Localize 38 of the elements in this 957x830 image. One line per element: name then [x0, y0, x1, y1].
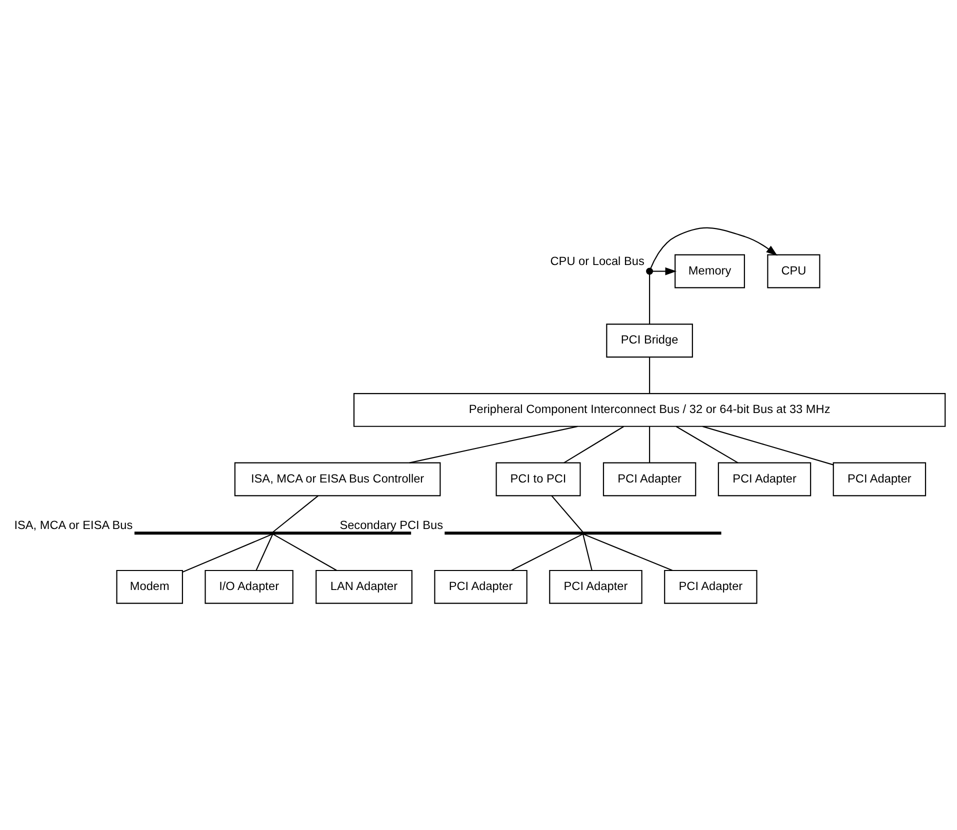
node-label: CPU or Local Bus [550, 254, 644, 268]
arrow [652, 266, 677, 275]
connector [551, 494, 584, 532]
connector [649, 356, 650, 393]
node-box: PCI Adapter [549, 569, 642, 604]
node-label: Secondary PCI Bus [340, 517, 444, 532]
connector [649, 274, 650, 324]
connector [409, 425, 578, 463]
connector [582, 534, 592, 570]
node-circle [646, 267, 654, 274]
node-box: PCI Adapter [664, 569, 758, 604]
node-label: ISA, MCA or EISA Bus [14, 517, 133, 532]
connector [582, 533, 673, 570]
connector [702, 425, 834, 465]
node-box: I/O Adapter [204, 569, 294, 604]
node-bar [444, 531, 722, 534]
connector [649, 426, 650, 462]
node-box: ISA, MCA or EISA Bus Controller [234, 462, 441, 496]
node-box: PCI Bridge [606, 323, 693, 358]
node-box: PCI Adapter [602, 462, 696, 496]
node-box: PCI Adapter [434, 569, 528, 604]
node-box: Peripheral Component Interconnect Bus / 32 or 64-bit Bus at 33 MHz [353, 392, 946, 426]
node-box: PCI Adapter [832, 462, 926, 496]
node-box: LAN Adapter [316, 569, 412, 604]
connector [511, 533, 584, 570]
connector [272, 494, 318, 532]
connector [564, 426, 624, 463]
connector [272, 533, 337, 570]
connector [182, 533, 273, 572]
node-box: PCI to PCI [496, 462, 581, 496]
node-bar [134, 531, 412, 534]
arrow [650, 226, 778, 268]
node-box: Memory [674, 254, 745, 288]
node-box: CPU [767, 254, 820, 288]
connector [676, 426, 738, 463]
connector [256, 533, 274, 570]
node-box: Modem [116, 569, 183, 604]
node-box: PCI Adapter [718, 462, 812, 496]
